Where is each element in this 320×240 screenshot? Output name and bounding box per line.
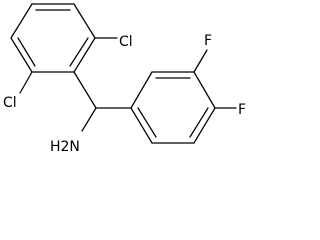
- ring1-bond-top-left: [10, 3, 33, 39]
- fluorine-upper-label: F: [204, 33, 212, 49]
- chlorine-bottom-label: Cl: [3, 95, 17, 111]
- amine-label: H2N: [50, 139, 80, 153]
- ring1-bond-top-right: [73, 3, 96, 39]
- ring2-double-left: [137, 107, 157, 138]
- ring2-bond-upper-left: [130, 71, 153, 109]
- bond-c-f-upper: [193, 49, 208, 73]
- ring1-bond-bottom-left: [10, 37, 33, 73]
- ring2-bond-lower-right: [193, 107, 216, 144]
- difluorophenyl-ring: [130, 71, 216, 144]
- fluorine-lower-label: F: [238, 102, 246, 118]
- ring1-double-left: [17, 37, 36, 67]
- ring1-bond-bottom-right: [73, 37, 96, 73]
- ring2-bond-lower-left: [130, 107, 153, 144]
- ring1-double-right: [69, 37, 89, 67]
- chlorine-top-label: Cl: [119, 34, 133, 50]
- molecule-structure: Cl Cl H2N F F: [3, 3, 246, 153]
- ring2-double-right: [189, 107, 209, 138]
- ring2-bond-upper-right: [193, 71, 216, 109]
- structure-canvas: Cl Cl H2N F F: [3, 3, 246, 153]
- bond-ring1-to-ch: [73, 71, 97, 109]
- bond-ch-to-amine: [81, 107, 97, 132]
- dichlorophenyl-ring: [10, 3, 96, 73]
- bond-c-cl-bottom: [19, 71, 33, 94]
